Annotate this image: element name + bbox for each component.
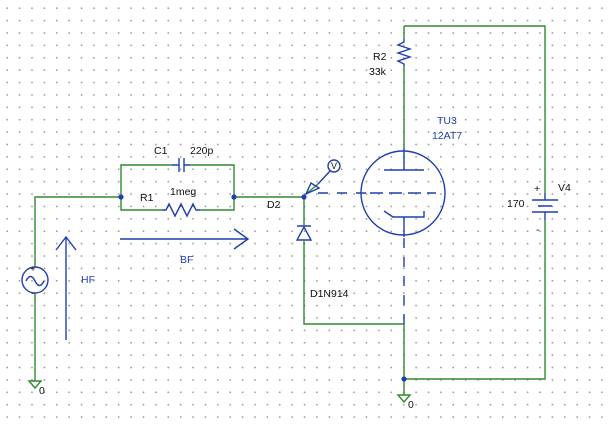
c1-ref: C1 <box>154 145 168 157</box>
probe-symbol: V <box>331 161 337 171</box>
hf-annotation: HF <box>55 235 95 340</box>
battery-icon <box>532 193 558 220</box>
ground-left-label: 0 <box>39 385 45 397</box>
resistor-r1[interactable]: R1 1meg <box>140 186 200 218</box>
bf-annotation: BF <box>120 228 250 266</box>
voltage-probe[interactable]: V <box>304 159 341 196</box>
v4-plus: + <box>534 183 540 195</box>
ground-left: 0 <box>27 380 45 397</box>
r1-ref: R1 <box>140 192 154 204</box>
ac-source-icon[interactable]: + - <box>21 264 49 298</box>
battery-v4[interactable]: + - V4 170 <box>507 182 571 236</box>
svg-text:-: - <box>32 288 35 298</box>
junction-dot <box>301 194 307 200</box>
v4-ref: V4 <box>558 182 571 194</box>
r2-ref: R2 <box>373 51 387 63</box>
wires <box>34 25 546 395</box>
diode-d2[interactable]: D2 D1N914 <box>267 199 349 300</box>
ground-right-label: 0 <box>408 399 414 411</box>
junction-dot <box>401 376 407 382</box>
vacuum-tube-icon <box>360 148 446 237</box>
capacitor-c1[interactable]: C1 220p <box>154 145 214 172</box>
ground-icon <box>396 394 412 404</box>
v4-minus: - <box>536 224 540 236</box>
bf-label: BF <box>180 254 193 266</box>
svg-text:+: + <box>30 264 35 274</box>
bf-arrow-icon <box>120 228 250 250</box>
tube-value: 12AT7 <box>432 130 462 142</box>
v4-value: 170 <box>507 198 525 210</box>
resistor-r2[interactable]: R2 33k <box>369 39 413 78</box>
c1-value: 220p <box>190 145 214 157</box>
voltage-probe-icon <box>304 181 321 196</box>
r2-value: 33k <box>369 66 387 78</box>
tube-ref: TU3 <box>437 115 457 127</box>
d2-value: D1N914 <box>310 288 349 300</box>
ground-right: 0 <box>396 394 414 411</box>
r1-value: 1meg <box>170 186 196 198</box>
d2-ref: D2 <box>267 199 281 211</box>
junction-dot <box>118 194 124 200</box>
hf-label: HF <box>81 274 95 286</box>
junction-dot <box>231 194 237 200</box>
triode-tube[interactable]: TU3 12AT7 <box>318 115 462 324</box>
ground-icon <box>27 380 43 390</box>
hf-arrow-icon <box>55 235 77 340</box>
